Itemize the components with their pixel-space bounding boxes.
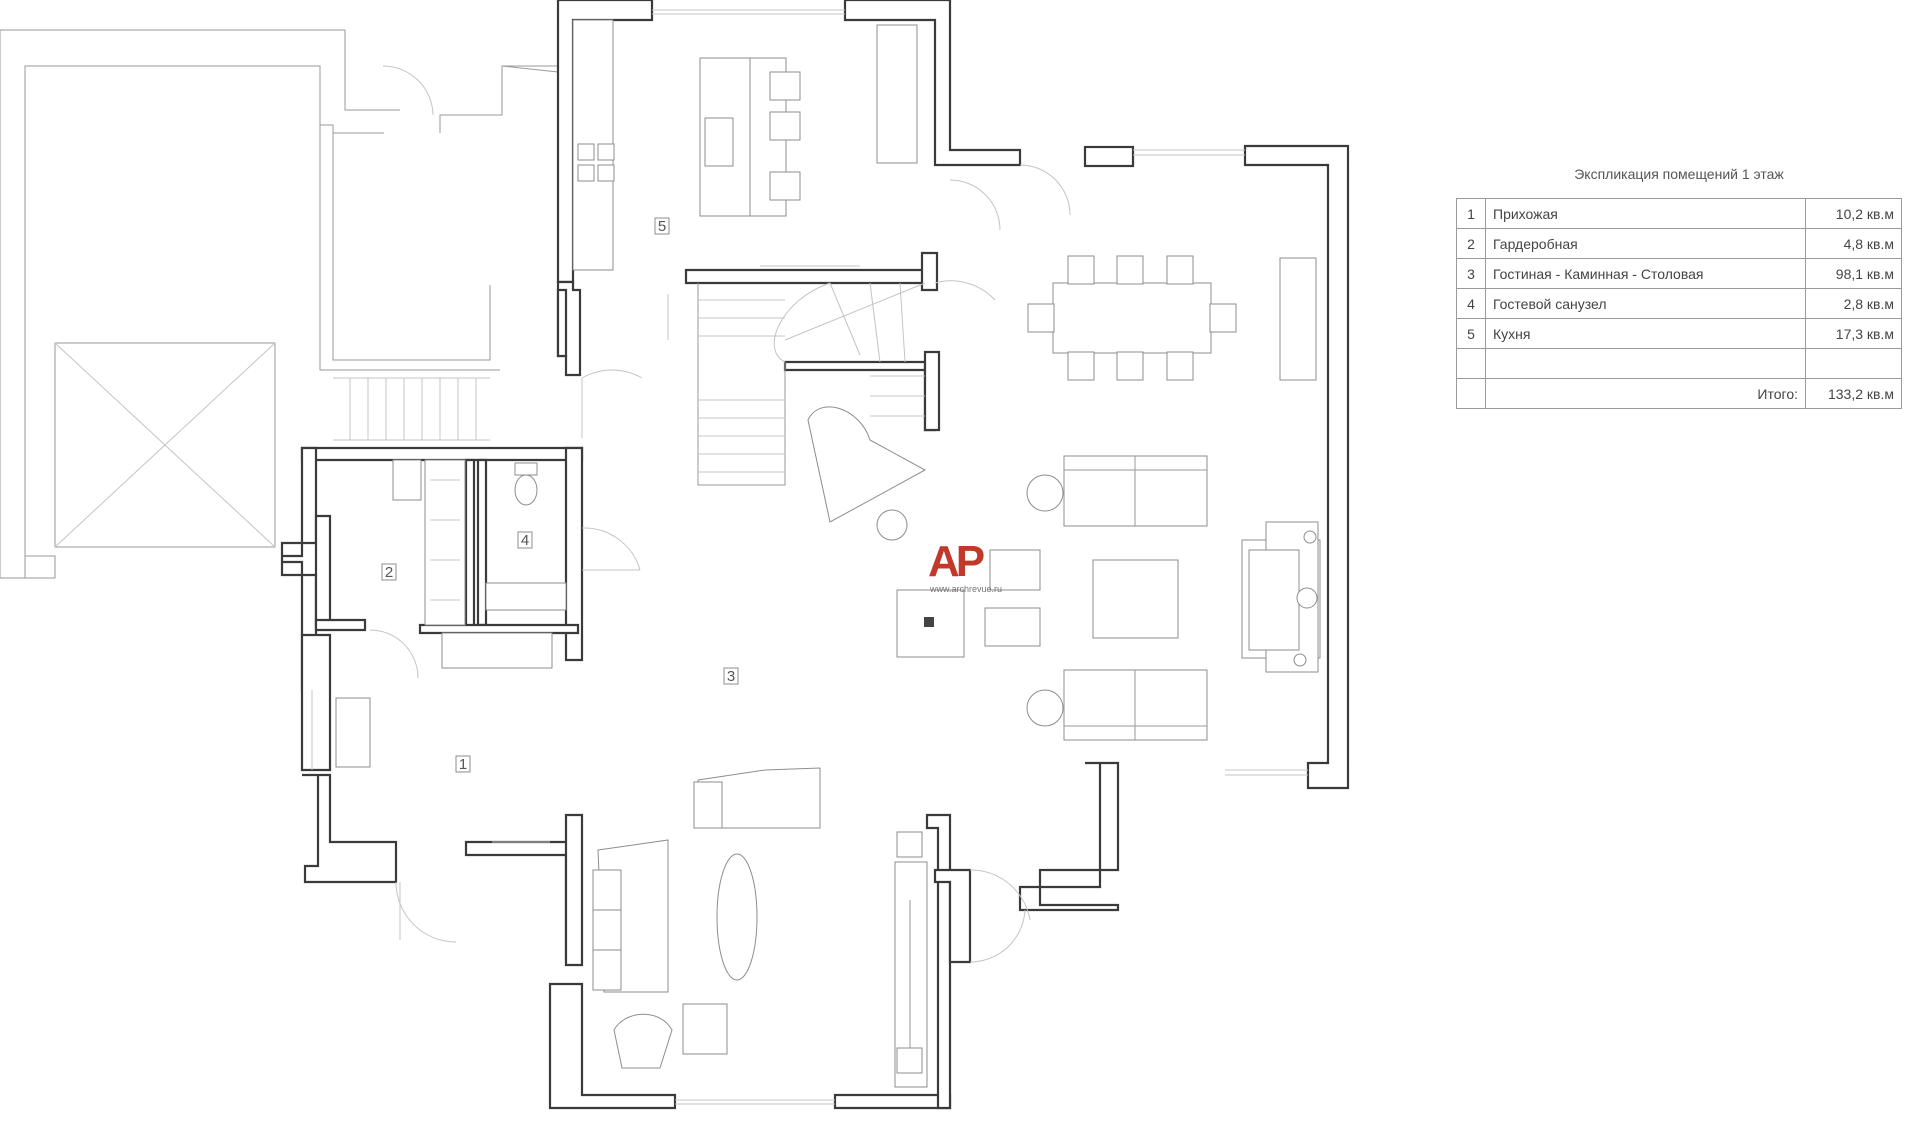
room-numbers: 1 2 3 4 5 xyxy=(381,217,739,773)
logo-site: www.archrevue.ru xyxy=(930,584,1003,594)
room-area: 2,8 кв.м xyxy=(1805,288,1902,319)
room-name: Прихожая xyxy=(1485,198,1806,229)
piano xyxy=(807,406,927,541)
lounge-furniture xyxy=(896,455,1321,741)
table-row: 4 Гостевой санузел 2,8 кв.м xyxy=(1456,288,1902,319)
room-num: 2 xyxy=(1456,228,1486,259)
room-number-4: 4 xyxy=(521,532,529,549)
total-row: Итого: 133,2 кв.м xyxy=(1456,378,1902,409)
door-swings xyxy=(369,149,1308,963)
dining-table xyxy=(1027,255,1317,381)
main-stair xyxy=(697,282,926,486)
room-name: Кухня xyxy=(1485,318,1806,349)
room-number-5: 5 xyxy=(658,218,666,235)
table-row: 2 Гардеробная 4,8 кв.м xyxy=(1456,228,1902,259)
table-row: 1 Прихожая 10,2 кв.м xyxy=(1456,198,1902,229)
room-num: 3 xyxy=(1456,258,1486,289)
living-furniture xyxy=(592,767,928,1105)
table-row: 3 Гостиная - Каминная - Столовая 98,1 кв… xyxy=(1456,258,1902,289)
kitchen-furniture xyxy=(572,9,918,271)
room-number-2: 2 xyxy=(385,564,393,581)
table-row xyxy=(1456,348,1902,379)
room-name: Гостиная - Каминная - Столовая xyxy=(1485,258,1806,289)
total-value: 133,2 кв.м xyxy=(1805,378,1902,409)
legend-table: 1 Прихожая 10,2 кв.м 2 Гардеробная 4,8 к… xyxy=(1456,198,1902,409)
room-name xyxy=(1485,348,1806,379)
walls xyxy=(280,0,1350,1110)
room-name: Гостевой санузел xyxy=(1485,288,1806,319)
room-area xyxy=(1805,348,1902,379)
room-num: 4 xyxy=(1456,288,1486,319)
room-number-3: 3 xyxy=(727,668,735,685)
table-row: 5 Кухня 17,3 кв.м xyxy=(1456,318,1902,349)
room-num: 5 xyxy=(1456,318,1486,349)
logo-letters: AP xyxy=(928,537,985,586)
room-area: 98,1 кв.м xyxy=(1805,258,1902,289)
total-label: Итого: xyxy=(1485,378,1806,409)
room-number-1: 1 xyxy=(459,756,467,773)
room-name: Гардеробная xyxy=(1485,228,1806,259)
garage-outline xyxy=(0,29,559,579)
hall-furniture xyxy=(311,459,567,940)
room-area: 10,2 кв.м xyxy=(1805,198,1902,229)
room-area: 4,8 кв.м xyxy=(1805,228,1902,259)
legend-title: Экспликация помещений 1 этаж xyxy=(1574,166,1784,182)
room-area: 17,3 кв.м xyxy=(1805,318,1902,349)
garage-stairs xyxy=(333,377,490,441)
room-num: 1 xyxy=(1456,198,1486,229)
watermark-logo: AP www.archrevue.ru xyxy=(928,537,1003,595)
room-num xyxy=(1456,348,1486,379)
